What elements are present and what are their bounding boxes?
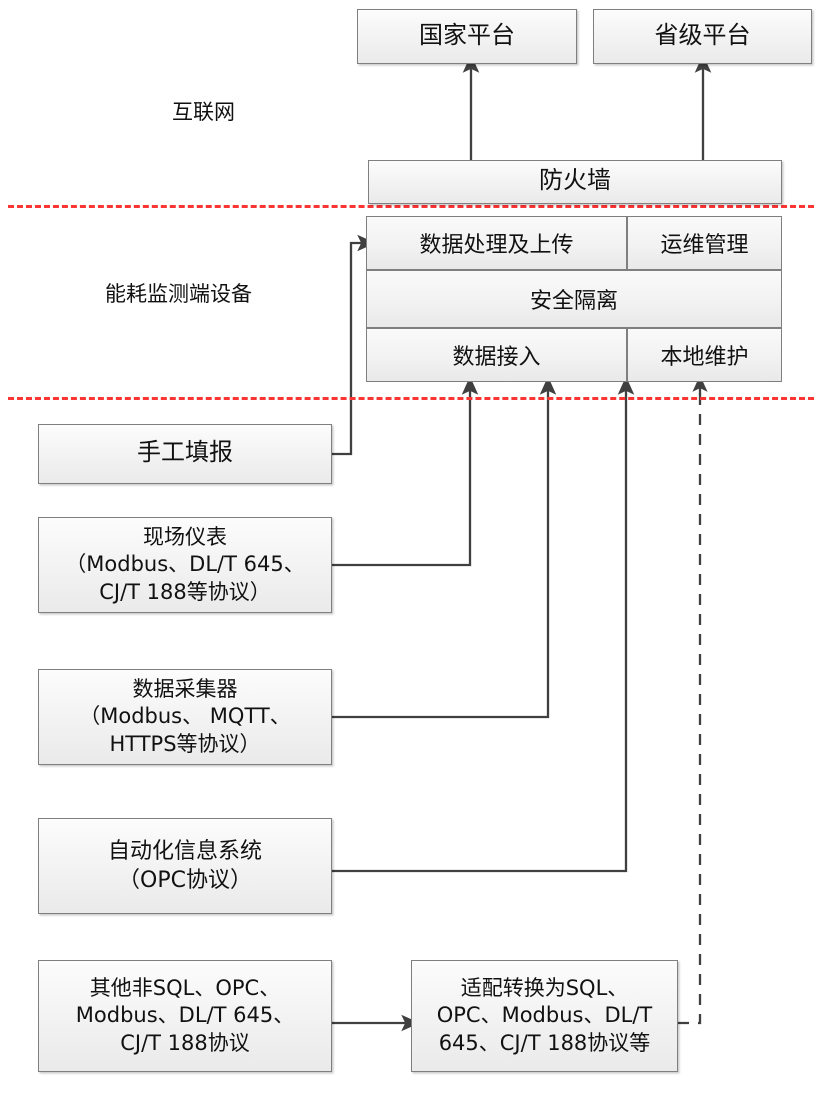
- manual-entry-label: 手工填报: [137, 440, 233, 467]
- field-meter-box[interactable]: 现场仪表 （Modbus、DL/T 645、 CJ/T 188等协议）: [38, 517, 332, 613]
- internet-zone-label: 互联网: [172, 100, 235, 124]
- ops-management-label: 运维管理: [660, 232, 749, 257]
- automation-system-box[interactable]: 自动化信息系统 （OPC协议）: [38, 818, 332, 914]
- field-meter-line2: （Modbus、DL/T 645、: [65, 552, 305, 577]
- other-protocols-box[interactable]: 其他非SQL、OPC、 Modbus、DL/T 645、 CJ/T 188协议: [38, 960, 332, 1072]
- ops-management-box[interactable]: 运维管理: [627, 216, 782, 270]
- protocol-adapter-line2: OPC、Modbus、DL/T: [436, 1003, 653, 1028]
- wire-meter-to-access: [332, 376, 479, 567]
- wire-collector-to-access: [332, 376, 557, 719]
- protocol-adapter-line1: 适配转换为SQL、: [460, 976, 629, 1001]
- data-processing-upload-label: 数据处理及上传: [419, 232, 574, 257]
- firewall-label: 防火墙: [539, 168, 611, 195]
- local-maintenance-label: 本地维护: [660, 344, 749, 369]
- local-maintenance-box[interactable]: 本地维护: [627, 328, 782, 382]
- data-access-box[interactable]: 数据接入: [366, 328, 627, 382]
- other-protocols-line1: 其他非SQL、OPC、: [89, 976, 281, 1001]
- other-protocols-line2: Modbus、DL/T 645、: [75, 1003, 295, 1028]
- national-platform-box[interactable]: 国家平台: [357, 9, 577, 64]
- zone-divider-internet: [8, 205, 814, 208]
- provincial-platform-box[interactable]: 省级平台: [593, 9, 812, 64]
- firewall-box[interactable]: 防火墙: [368, 160, 782, 204]
- field-meter-line1: 现场仪表: [143, 525, 227, 550]
- protocol-adapter-line3: 645、CJ/T 188协议等: [438, 1030, 651, 1055]
- data-collector-line3: HTTPS等协议）: [109, 731, 261, 756]
- data-access-label: 数据接入: [452, 344, 541, 369]
- other-protocols-line3: CJ/T 188协议: [120, 1030, 250, 1055]
- security-isolation-label: 安全隔离: [529, 288, 618, 313]
- manual-entry-box[interactable]: 手工填报: [38, 424, 332, 484]
- automation-system-line1: 自动化信息系统: [107, 837, 262, 863]
- field-meter-line3: CJ/T 188等协议）: [99, 579, 271, 604]
- device-stack: 数据处理及上传 运维管理 安全隔离 数据接入 本地维护: [366, 216, 782, 382]
- device-zone-label: 能耗监测端设备: [105, 282, 252, 306]
- data-collector-line2: （Modbus、 MQTT、: [79, 704, 291, 729]
- protocol-adapter-box[interactable]: 适配转换为SQL、 OPC、Modbus、DL/T 645、CJ/T 188协议…: [411, 960, 678, 1072]
- data-collector-box[interactable]: 数据采集器 （Modbus、 MQTT、 HTTPS等协议）: [38, 669, 332, 765]
- provincial-platform-label: 省级平台: [654, 22, 751, 49]
- automation-system-line2: （OPC协议）: [118, 867, 252, 893]
- security-isolation-box[interactable]: 安全隔离: [366, 270, 782, 328]
- data-collector-line1: 数据采集器: [132, 677, 238, 702]
- wire-automation-to-access: [332, 376, 635, 873]
- wire-adapter-to-local-maintenance: [678, 390, 702, 1025]
- wire-manual-to-processing: [332, 234, 376, 456]
- zone-divider-device: [8, 397, 814, 400]
- national-platform-label: 国家平台: [419, 22, 515, 49]
- data-processing-upload-box[interactable]: 数据处理及上传: [366, 216, 627, 270]
